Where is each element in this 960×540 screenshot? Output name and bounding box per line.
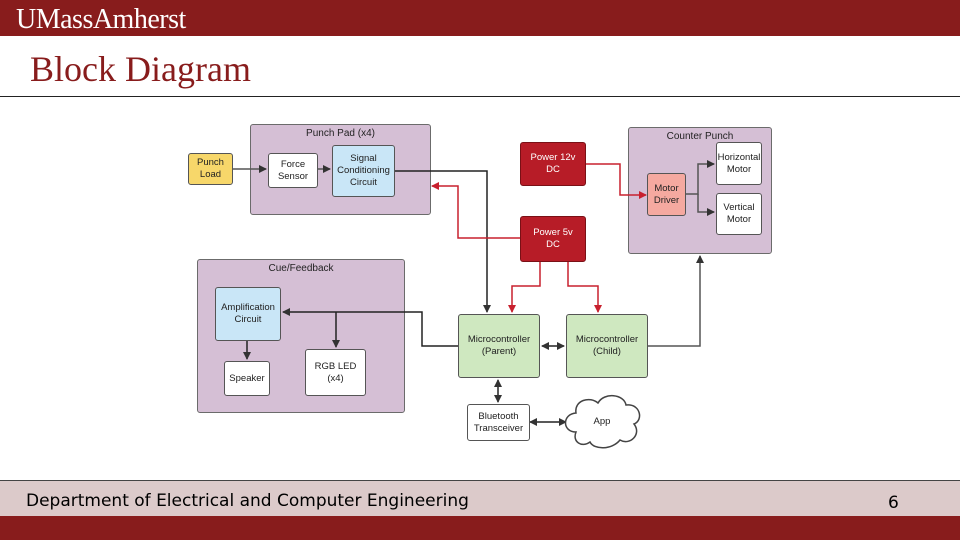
- vertical-motor-block: Vertical Motor: [716, 193, 762, 235]
- group-punch-pad-title: Punch Pad (x4): [306, 128, 375, 139]
- microcontroller-child-block: Microcontroller (Child): [566, 314, 648, 378]
- rgb-led-block: RGB LED (x4): [305, 349, 366, 396]
- speaker-block: Speaker: [224, 361, 270, 396]
- punch-load-block: Punch Load: [188, 153, 233, 185]
- slide-title: Block Diagram: [30, 49, 251, 89]
- bottom-bar: [0, 516, 960, 540]
- group-cue-feedback-title: Cue/Feedback: [268, 263, 334, 274]
- horizontal-motor-block: Horizontal Motor: [716, 142, 762, 185]
- footer-band: [0, 480, 960, 517]
- signal-conditioning-block: Signal Conditioning Circuit: [332, 145, 395, 197]
- force-sensor-block: Force Sensor: [268, 153, 318, 188]
- app-block: App: [593, 416, 611, 427]
- microcontroller-parent-block: Microcontroller (Parent): [458, 314, 540, 378]
- motor-driver-block: Motor Driver: [647, 173, 686, 216]
- wire-child-to-counter-punch: [648, 255, 704, 347]
- group-counter-punch-title: Counter Punch: [666, 131, 734, 142]
- wire-5v-to-child: [567, 262, 602, 313]
- umass-logo: UMassAmherst: [16, 4, 186, 35]
- footer-department: Department of Electrical and Computer En…: [26, 491, 469, 511]
- bluetooth-transceiver-block: Bluetooth Transceiver: [467, 404, 530, 441]
- power-5v-block: Power 5v DC: [520, 216, 586, 262]
- title-divider: [0, 96, 960, 97]
- header-bar: [0, 0, 960, 36]
- amplification-circuit-block: Amplification Circuit: [215, 287, 281, 341]
- power-12v-block: Power 12v DC: [520, 142, 586, 186]
- page-number: 6: [888, 493, 899, 513]
- wire-5v-to-conditioning: [431, 182, 520, 239]
- wire-5v-to-parent: [508, 262, 541, 313]
